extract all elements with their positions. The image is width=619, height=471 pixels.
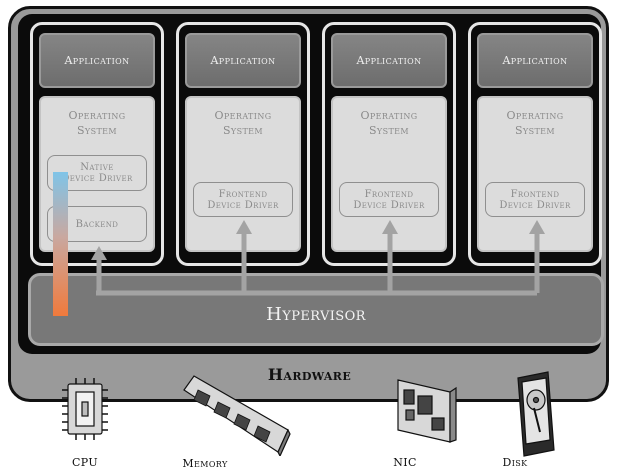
operating-system-label: Operating System xyxy=(360,109,418,137)
application-box: Application xyxy=(477,33,593,88)
application-label: Application xyxy=(210,54,276,67)
network-card-icon xyxy=(397,379,457,443)
frontend-device-driver-box: Frontend Device Driver xyxy=(193,182,293,217)
hypervisor-label: Hypervisor xyxy=(266,304,366,325)
arrow-head xyxy=(529,220,545,234)
operating-system-label: Operating System xyxy=(68,109,126,137)
application-label: Application xyxy=(64,54,130,67)
application-box: Application xyxy=(331,33,447,88)
native-driver-path-bar xyxy=(53,172,68,316)
application-box: Application xyxy=(39,33,155,88)
arrow-heads xyxy=(91,220,545,260)
hypervisor-layer xyxy=(28,273,604,346)
hard-disk-icon xyxy=(517,371,555,457)
application-box: Application xyxy=(185,33,301,88)
arrow-head xyxy=(236,220,252,234)
frontend-backend-links xyxy=(96,232,540,296)
frontend-device-driver-box: Frontend Device Driver xyxy=(339,182,439,217)
operating-system-label: Operating System xyxy=(214,109,272,137)
arrow-head xyxy=(382,220,398,234)
application-label: Application xyxy=(356,54,422,67)
cpu-label: CPU xyxy=(71,456,99,469)
cpu-chip-icon xyxy=(62,378,108,440)
application-label: Application xyxy=(502,54,568,67)
operating-system-box: Operating System xyxy=(185,96,301,252)
hardware-label: Hardware xyxy=(267,365,352,384)
arrow-head xyxy=(91,246,107,260)
memory-label: Memory xyxy=(182,457,228,470)
memory-module-icon xyxy=(183,375,291,456)
operating-system-label: Operating System xyxy=(506,109,564,137)
disk-label: Disk xyxy=(502,456,528,469)
nic-label: NIC xyxy=(393,456,417,469)
frontend-device-driver-box: Frontend Device Driver xyxy=(485,182,585,217)
